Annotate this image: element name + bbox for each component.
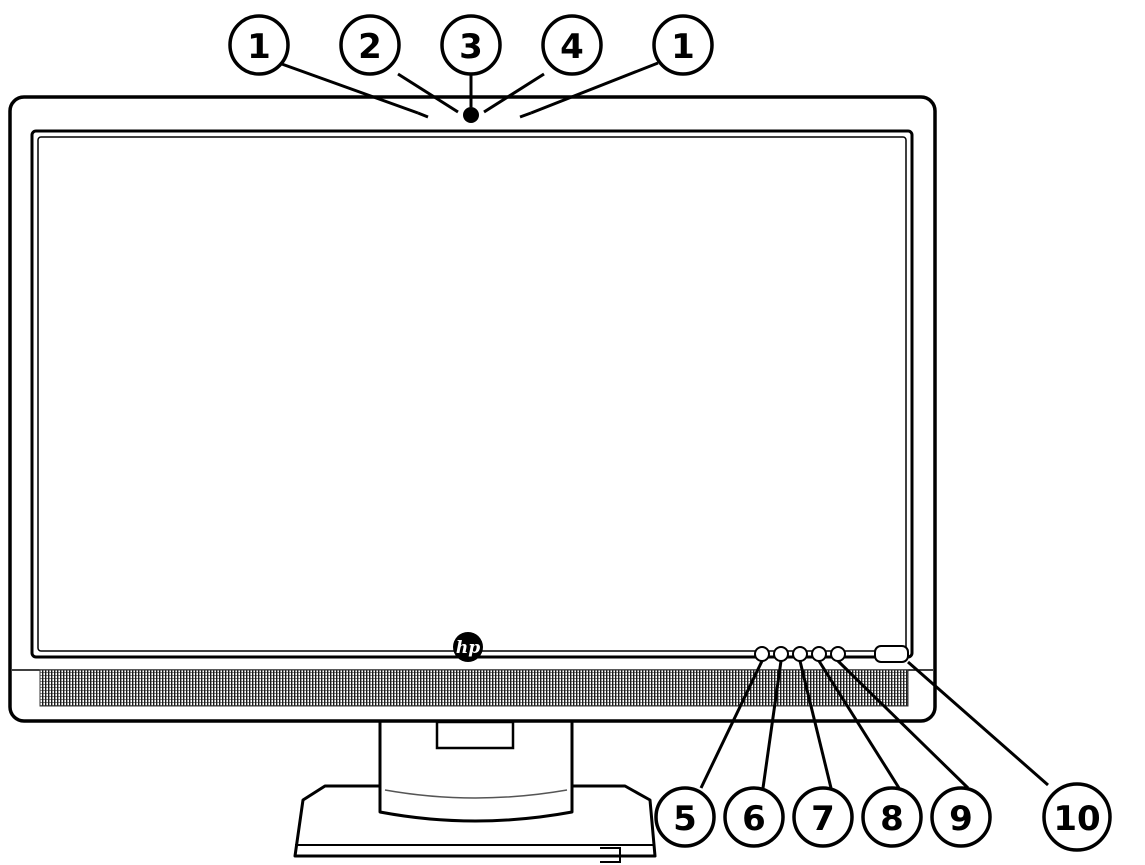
- control-button-3: [792, 646, 808, 662]
- callout-label-9: 9: [949, 799, 973, 839]
- callout-label-7: 7: [811, 799, 835, 839]
- speaker-grille-outline: [39, 669, 909, 707]
- control-button-5: [830, 646, 846, 662]
- leader-2: [397, 72, 459, 114]
- leader-7: [798, 660, 833, 789]
- callout-circle-5: [654, 786, 716, 848]
- callout-circle-8: [861, 786, 923, 848]
- leader-lines: [278, 61, 1049, 790]
- leader-1-left: [278, 61, 419, 115]
- callout-label-8: 8: [880, 799, 904, 839]
- callout-circle-1-right: [652, 14, 714, 76]
- callout-label-1-left: 1: [247, 27, 271, 67]
- callout-circle-9: [930, 786, 992, 848]
- leader-10: [907, 660, 1049, 787]
- stand-neck-slot: [435, 720, 515, 750]
- callout-circle-6: [723, 786, 785, 848]
- leader-1-right: [530, 61, 659, 115]
- leader-9: [836, 659, 970, 790]
- control-button-4: [811, 646, 827, 662]
- leader-4: [483, 72, 545, 114]
- microphone-left-mark: [417, 111, 429, 119]
- hp-logo-text: hp: [456, 638, 480, 658]
- callout-label-3: 3: [459, 27, 483, 67]
- leader-8: [817, 660, 901, 789]
- stand-foot-tab: [600, 847, 621, 863]
- speaker-grille: [40, 670, 908, 706]
- callout-label-10: 10: [1053, 799, 1100, 839]
- callout-label-4: 4: [560, 27, 584, 67]
- callout-label-6: 6: [742, 799, 766, 839]
- callout-circle-7: [792, 786, 854, 848]
- callout-label-2: 2: [358, 27, 382, 67]
- callout-label-5: 5: [673, 799, 697, 839]
- callouts: 1 2 3 4 1 5 6 7 8 9 10: [228, 14, 1112, 852]
- callout-label-1-right: 1: [671, 27, 695, 67]
- webcam-lens: [463, 107, 479, 123]
- control-button-2: [773, 646, 789, 662]
- display-panel: [30, 129, 914, 659]
- callout-circle-10: [1042, 782, 1112, 852]
- control-button-1: [754, 646, 770, 662]
- callout-circle-3: [440, 14, 502, 76]
- callout-circle-4: [541, 14, 603, 76]
- leader-5: [699, 660, 764, 789]
- stand-neck-shade: [384, 789, 568, 799]
- callout-circle-2: [339, 14, 401, 76]
- callout-circle-1-left: [228, 14, 290, 76]
- leader-6: [761, 660, 783, 789]
- microphone-right-mark: [519, 111, 532, 119]
- hp-logo: [453, 632, 483, 662]
- power-button: [874, 645, 909, 663]
